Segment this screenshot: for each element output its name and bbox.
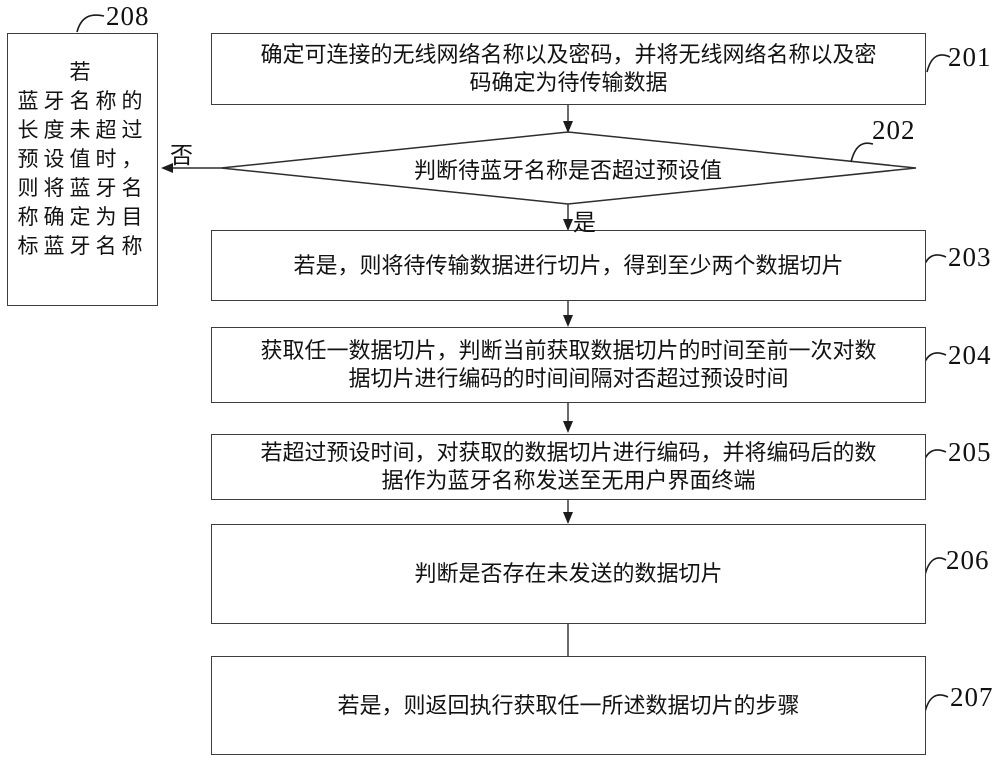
leader-201 xyxy=(926,54,951,73)
yes-label: 是 xyxy=(573,210,596,235)
ref-label-207: 207 xyxy=(950,682,994,712)
ref-label-204: 204 xyxy=(948,340,992,370)
leader-207 xyxy=(924,694,949,713)
step-text-205: 若超过预设时间，对获取的数据切片进行编码，并将编码后的数 据作为蓝牙名称发送至无… xyxy=(260,440,877,493)
step-text-208: 若 蓝牙名称的 长度未超过 预设值时， 则将蓝牙名 称确定为目 标蓝牙名称 xyxy=(17,60,148,258)
ref-label-205: 205 xyxy=(948,437,992,467)
step-box-203: 若是，则将待传输数据进行切片，得到至少两个数据切片 xyxy=(211,230,926,301)
step-box-201: 确定可连接的无线网络名称以及密码，并将无线网络名称以及密 码确定为待传输数据 xyxy=(211,33,926,105)
step-text-204: 获取任一数据切片，判断当前获取数据切片的时间至前一次对数 据切片进行编码的时间间… xyxy=(260,338,877,391)
step-box-207: 若是，则返回执行获取任一所述数据切片的步骤 xyxy=(211,656,926,755)
step-text-203: 若是，则将待传输数据进行切片，得到至少两个数据切片 xyxy=(293,252,844,278)
leader-202 xyxy=(850,142,874,163)
ref-label-208: 208 xyxy=(106,1,150,31)
step-text-207: 若是，则返回执行获取任一所述数据切片的步骤 xyxy=(337,692,800,718)
ref-label-202: 202 xyxy=(872,115,916,145)
step-text-201: 确定可连接的无线网络名称以及密码，并将无线网络名称以及密 码确定为待传输数据 xyxy=(260,42,877,95)
ref-label-203: 203 xyxy=(948,242,992,272)
ref-label-206: 206 xyxy=(946,545,990,575)
decision-text-202: 判断待蓝牙名称是否超过预设值 xyxy=(413,158,722,183)
leader-206 xyxy=(924,557,947,576)
step-box-208: 若 蓝牙名称的 长度未超过 预设值时， 则将蓝牙名 称确定为目 标蓝牙名称 xyxy=(7,33,158,306)
leader-208 xyxy=(76,14,105,33)
ref-label-201: 201 xyxy=(948,42,992,72)
step-box-206: 判断是否存在未发送的数据切片 xyxy=(211,524,926,624)
step-text-206: 判断是否存在未发送的数据切片 xyxy=(414,561,723,586)
step-box-204: 获取任一数据切片，判断当前获取数据切片的时间至前一次对数 据切片进行编码的时间间… xyxy=(211,327,926,403)
no-label: 否 xyxy=(170,143,193,168)
step-box-205: 若超过预设时间，对获取的数据切片进行编码，并将编码后的数 据作为蓝牙名称发送至无… xyxy=(211,434,926,500)
